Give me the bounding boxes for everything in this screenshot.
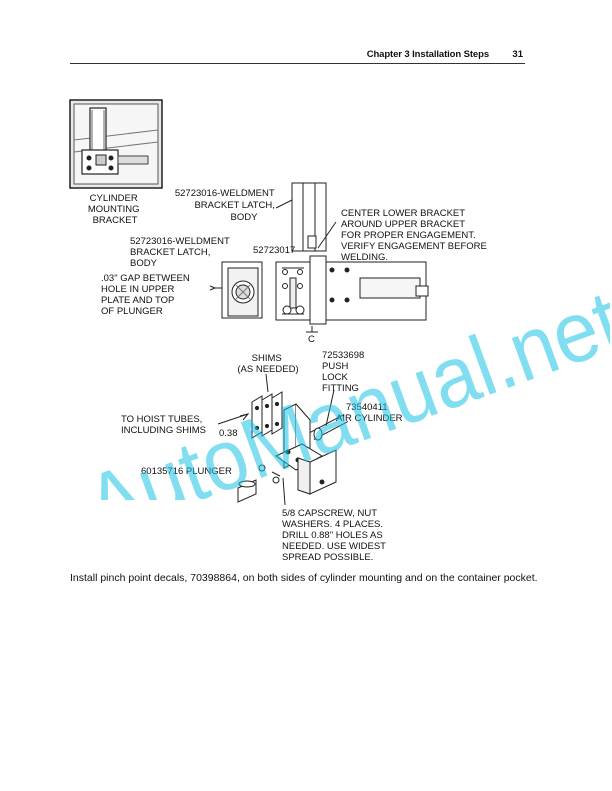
- label-weldment-lower: 52723016-WELDMENT BRACKET LATCH, BODY: [130, 236, 232, 269]
- label-shims: SHIMS (AS NEEDED): [237, 353, 298, 375]
- label-center-lower: CENTER LOWER BRACKET AROUND UPPER BRACKE…: [341, 208, 490, 263]
- bracket-latch-side-view: [275, 255, 429, 333]
- bracket-photo: [69, 99, 163, 189]
- upper-bracket: [291, 182, 327, 252]
- label-section-c: C: [308, 334, 315, 345]
- exploded-assembly: [217, 373, 349, 506]
- header-rule: [70, 63, 525, 64]
- shims: [251, 391, 283, 439]
- label-capscrew: 5/8 CAPSCREW, NUT WASHERS. 4 PLACES. DRI…: [282, 508, 388, 563]
- label-weldment-upper: 52723016-WELDMENT BRACKET LATCH, BODY: [175, 188, 278, 223]
- label-air-cylinder: 73540411 AIR CYLINDER: [336, 402, 403, 424]
- leader-center-lower: [317, 221, 337, 249]
- label-cylinder-mounting-bracket: CYLINDER MOUNTING BRACKET: [88, 193, 142, 226]
- label-hoist-tubes: TO HOIST TUBES, INCLUDING SHIMS: [121, 414, 206, 436]
- leader-weldment-upper: [275, 199, 293, 209]
- label-dim-038: 0.38: [219, 428, 238, 439]
- figure-labels: CYLINDER MOUNTING BRACKET 52723016-WELDM…: [88, 188, 490, 563]
- label-part-52723017: 52723017: [253, 245, 295, 256]
- chapter-title: Chapter 3 Installation Steps: [366, 49, 489, 60]
- label-push-lock: 72533698 PUSH LOCK FITTING: [322, 350, 367, 394]
- label-plunger: 60135716 PLUNGER: [141, 466, 232, 477]
- page-number: 31: [512, 49, 523, 60]
- label-gap: .03" GAP BETWEEN HOLE IN UPPER PLATE AND…: [101, 273, 192, 317]
- page-header: Chapter 3 Installation Steps 31: [70, 49, 525, 65]
- bracket-latch-end-view: [209, 261, 263, 319]
- instruction-paragraph: Install pinch point decals, 70398864, on…: [70, 572, 538, 584]
